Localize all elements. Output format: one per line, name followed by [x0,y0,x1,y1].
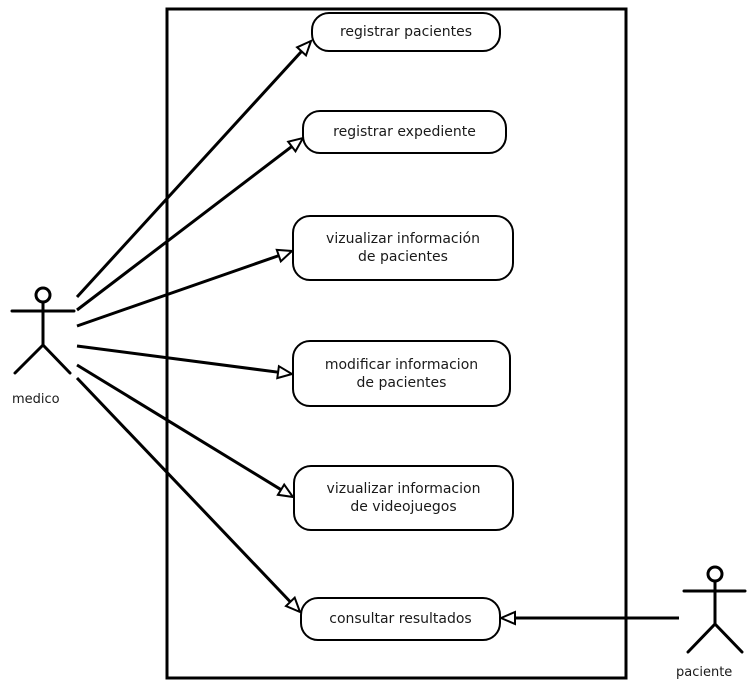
arrowhead-medico-registrar_pacientes [295,39,313,58]
actor-medico-head [34,286,52,304]
association-line-medico-registrar_pacientes [75,50,303,299]
association-line-medico-consultar_resultados [75,376,292,603]
usecase-registrar-expediente[interactable]: registrar expediente [302,110,507,154]
arrowhead-medico-modificar_informacion_pacientes [276,364,295,380]
system-boundary [165,7,628,680]
usecase-registrar-pacientes[interactable]: registrar pacientes [311,12,501,52]
arrowhead-medico-registrar_expediente [286,136,306,154]
association-line-medico-vizualizar_informacion_pacientes [76,254,280,328]
usecase-label-line1: vizualizar información [326,231,480,247]
arrowhead-medico-vizualizar_informacion_pacientes [275,248,295,264]
usecase-label-line2: de pacientes [358,249,448,265]
usecase-vizualizar-informacion-pacientes[interactable]: vizualizar información de pacientes [292,215,514,281]
usecase-label-line2: de pacientes [356,374,447,391]
usecase-label-line1: modificar informacion [324,356,479,373]
actor-paciente-head [706,565,724,583]
actor-medico-left-leg [13,343,45,375]
actor-paciente-figure[interactable] [682,565,747,654]
arrowhead-paciente-consultar_resultados [498,610,516,626]
usecase-vizualizar-informacion-videojuegos[interactable]: vizualizar informacion de videojuegos [293,465,514,531]
usecase-label-line1: vizualizar informacion [326,481,481,497]
usecase-label: registrar expediente [333,124,476,140]
actor-paciente-left-leg [686,622,717,654]
actor-paciente-label: paciente [676,665,733,680]
association-line-medico-modificar_informacion_pacientes [76,344,279,374]
association-line-medico-vizualizar_informacion_videojuegos [76,363,282,491]
arrowhead-medico-vizualizar_informacion_videojuegos [276,482,296,499]
association-line-medico-registrar_expediente [76,145,293,312]
actor-medico-right-leg [41,343,72,375]
usecase-label: registrar pacientes [339,24,473,40]
usecase-label-line2: de videojuegos [350,499,457,515]
usecase-consultar-resultados[interactable]: consultar resultados [300,597,501,641]
actor-paciente-right-leg [713,622,744,654]
associations [75,39,679,626]
usecase-modificar-informacion-pacientes[interactable]: modificar informacion de pacientes [292,340,511,407]
usecase-label: consultar resultados [329,611,472,627]
actor-medico-label: medico [12,392,60,407]
actor-medico-figure[interactable] [10,286,76,375]
arrowhead-medico-consultar_resultados [284,595,302,614]
